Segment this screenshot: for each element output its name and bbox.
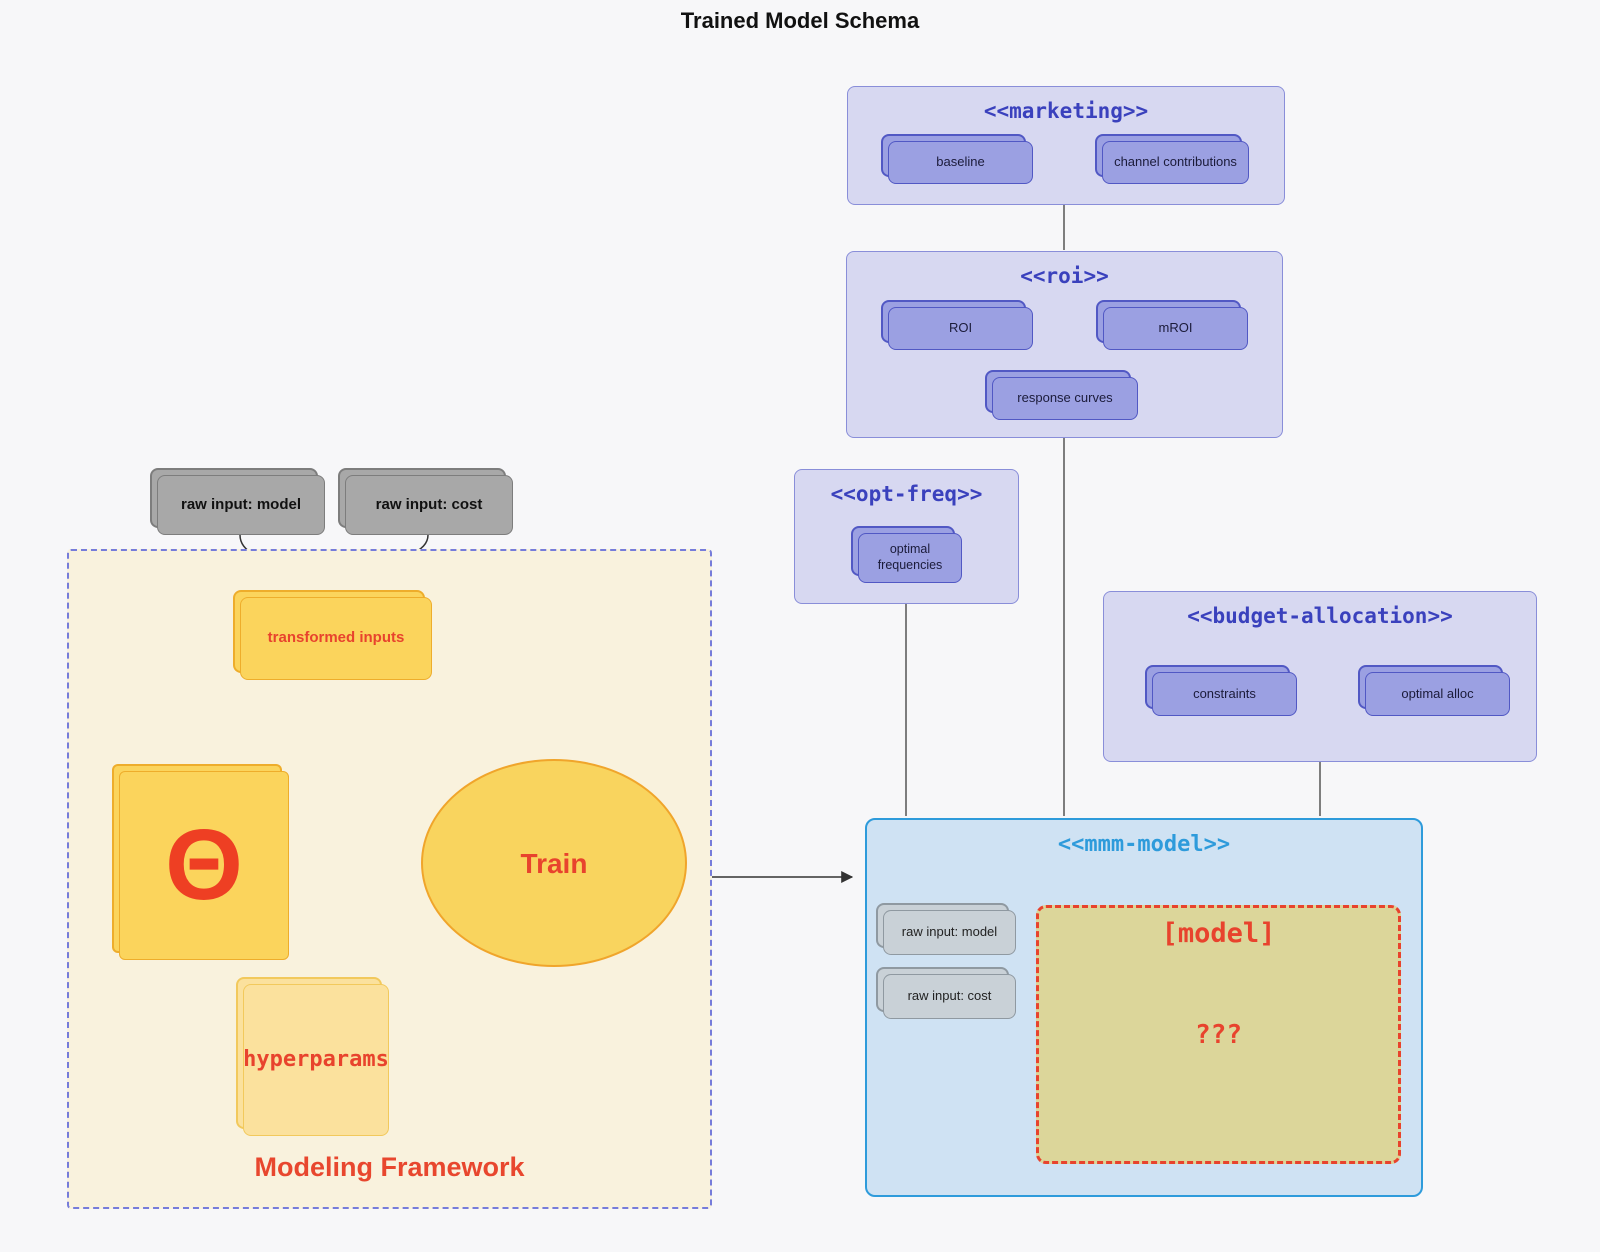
group-budget-allocation-title: <<budget-allocation>> — [1187, 604, 1453, 628]
node-optimal-alloc: optimal alloc — [1365, 672, 1510, 716]
node-optimal-frequencies: optimal frequencies — [858, 533, 962, 583]
node-constraints: constraints — [1152, 672, 1297, 716]
diagram-title: Trained Model Schema — [680, 8, 920, 33]
node-baseline: baseline — [888, 141, 1033, 184]
model-unknown-label: ??? — [1195, 1020, 1242, 1050]
node-transformed-inputs: transformed inputs — [240, 597, 432, 680]
model-placeholder-box: [model] ??? — [1036, 905, 1401, 1164]
node-mmm-raw-input-model: raw input: model — [883, 910, 1016, 955]
group-marketing-title: <<marketing>> — [983, 99, 1149, 123]
group-opt-freq-title: <<opt-freq>> — [830, 482, 983, 506]
node-channel-contributions: channel contributions — [1102, 141, 1249, 184]
group-roi-title: <<roi>> — [1020, 264, 1109, 288]
node-theta: Θ — [119, 771, 289, 960]
node-roi: ROI — [888, 307, 1033, 350]
node-hyperparams: hyperparams — [243, 984, 389, 1136]
group-mmm-model-title: <<mmm-model>> — [1057, 832, 1231, 857]
modeling-framework-label: Modeling Framework — [254, 1152, 525, 1182]
node-train: Train — [421, 759, 687, 967]
node-response-curves: response curves — [992, 377, 1138, 420]
model-placeholder-label: [model] — [1161, 918, 1276, 949]
node-raw-input-cost: raw input: cost — [345, 475, 513, 535]
node-raw-input-model: raw input: model — [157, 475, 325, 535]
node-mmm-raw-input-cost: raw input: cost — [883, 974, 1016, 1019]
node-mroi: mROI — [1103, 307, 1248, 350]
